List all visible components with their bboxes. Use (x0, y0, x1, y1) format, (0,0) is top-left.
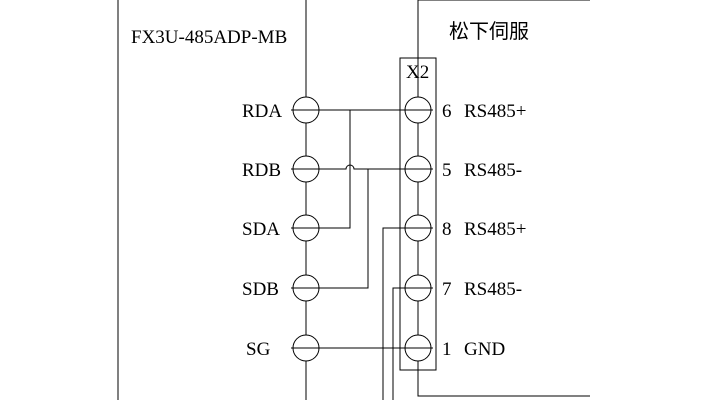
wire-pin8-out (382, 227, 404, 400)
connector-label: X2 (406, 62, 429, 83)
pin-num-6: 6 (442, 101, 452, 122)
right-device-title: 松下伺服 (449, 19, 529, 43)
connector-x2-box (399, 57, 437, 371)
label-rda: RDA (242, 101, 282, 122)
wire-rdb-pin5 (318, 164, 404, 170)
pin-signal-8: RS485+ (464, 219, 526, 240)
label-sda: SDA (242, 219, 280, 240)
wire-sdb-rdb-bridge (318, 169, 369, 289)
right-terminals (403, 96, 433, 362)
pin-signal-5: RS485- (464, 160, 522, 181)
label-sg: SG (246, 339, 271, 360)
left-device-frame (117, 0, 307, 400)
pin-signal-1: GND (464, 339, 505, 360)
pin-num-5: 5 (442, 160, 452, 181)
left-terminals (291, 96, 321, 362)
pin-num-7: 7 (442, 279, 452, 300)
pin-num-8: 8 (442, 219, 452, 240)
pin-signal-6: RS485+ (464, 101, 526, 122)
label-sdb: SDB (242, 279, 279, 300)
wire-sda-rda-bridge (318, 110, 351, 229)
right-device-frame (417, 0, 590, 397)
wire-pin7-out (392, 287, 404, 400)
left-device-title: FX3U-485ADP-MB (131, 27, 287, 48)
label-rdb: RDB (242, 160, 281, 181)
pin-num-1: 1 (442, 339, 452, 360)
wires (318, 109, 404, 400)
pin-signal-7: RS485- (464, 279, 522, 300)
